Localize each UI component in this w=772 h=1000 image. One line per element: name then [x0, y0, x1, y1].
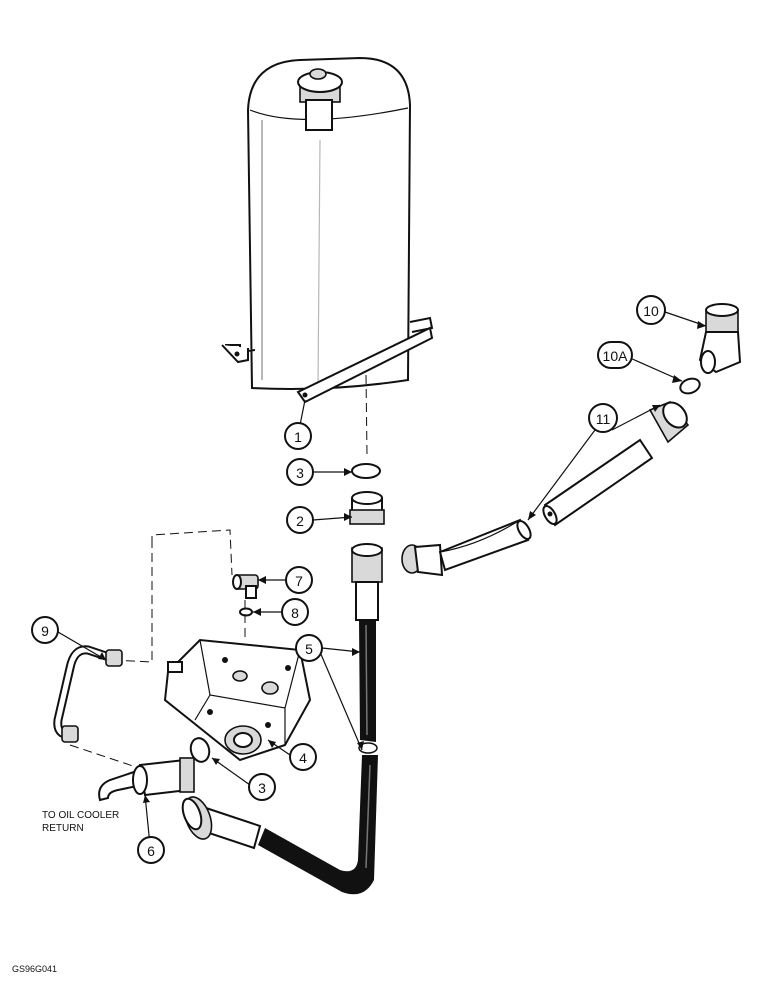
callout-2: 2	[286, 506, 314, 534]
callout-3-upper: 3	[286, 458, 314, 486]
callout-6: 6	[137, 836, 165, 864]
callout-label: 7	[295, 573, 303, 589]
callout-label: 4	[299, 750, 307, 766]
return-connector	[98, 757, 195, 802]
return-tube	[401, 401, 690, 577]
oil-cooler-note-line2: RETURN	[42, 823, 84, 834]
callout-10a: 10A	[597, 341, 633, 369]
steel-tube	[53, 645, 123, 743]
callout-label: 8	[291, 605, 299, 621]
o-ring-upper	[351, 463, 381, 479]
callout-label: 1	[294, 429, 302, 445]
callout-3-lower: 3	[248, 773, 276, 801]
callout-7: 7	[285, 566, 313, 594]
leader-arrowheads	[98, 321, 706, 803]
callout-label: 2	[296, 513, 304, 529]
callout-5: 5	[295, 634, 323, 662]
callout-label: 3	[296, 465, 304, 481]
elbow-fitting-large	[698, 303, 742, 374]
o-ring-lower	[189, 737, 211, 763]
callout-label: 10	[643, 303, 659, 319]
oil-cooler-note-line1: TO OIL COOLER	[42, 810, 119, 821]
callout-8: 8	[281, 598, 309, 626]
callout-9: 9	[31, 616, 59, 644]
callout-10: 10	[636, 295, 666, 325]
callout-11: 11	[588, 403, 618, 433]
figure-code: GS96G041	[12, 964, 57, 974]
o-ring-small	[239, 607, 253, 617]
callout-label: 11	[596, 411, 611, 427]
elbow-fitting-small	[232, 574, 259, 599]
callout-1: 1	[284, 422, 312, 450]
alignment-line-tube	[69, 744, 146, 771]
adapter-fitting	[349, 491, 385, 525]
callout-label: 3	[258, 780, 266, 796]
callout-label: 10A	[603, 348, 629, 364]
callout-label: 5	[305, 641, 313, 657]
alignment-line-tank	[365, 374, 368, 456]
hydraulic-hose	[181, 543, 383, 895]
callout-4: 4	[289, 743, 317, 771]
callout-label: 9	[41, 623, 49, 639]
alignment-line-pump-fitting	[151, 529, 233, 576]
hydraulic-pump	[163, 638, 312, 762]
reservoir-tank	[221, 56, 434, 404]
o-ring-10a	[679, 377, 701, 395]
alignment-line-pump-left	[111, 540, 153, 663]
callout-label: 6	[147, 843, 155, 859]
